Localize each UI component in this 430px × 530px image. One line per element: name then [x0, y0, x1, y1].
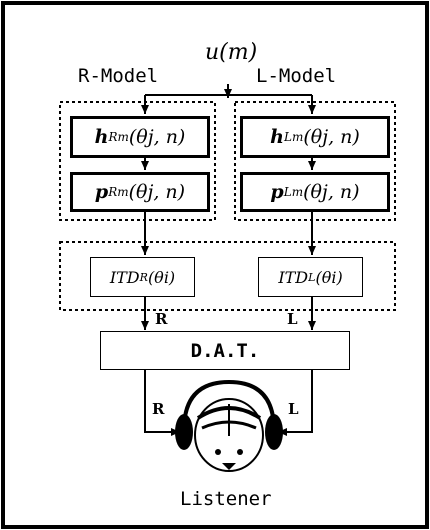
r-p-filter-args: (θj, n)	[129, 181, 185, 203]
l-h-filter-sub: Lm	[284, 130, 303, 144]
r-p-filter-symbol: p	[95, 181, 108, 203]
r-channel-label-bottom: R	[152, 402, 164, 417]
l-itd-symbol: ITD	[278, 268, 308, 287]
l-itd-sub: L	[308, 271, 315, 284]
listener-headphones-icon	[175, 382, 283, 471]
r-itd-arg: (θi)	[148, 268, 175, 287]
dat-label: D.A.T.	[191, 340, 260, 362]
r-h-filter-args: (θj, n)	[129, 126, 185, 148]
r-h-filter-symbol: h	[95, 126, 109, 148]
dat-box: D.A.T.	[100, 331, 350, 370]
l-channel-label-bottom: L	[288, 402, 299, 417]
r-channel-label-top: R	[155, 312, 167, 327]
r-itd-sub: R	[140, 271, 148, 284]
l-p-filter-symbol: p	[270, 181, 283, 203]
r-itd-symbol: ITD	[110, 268, 140, 287]
r-model-title: R-Model	[78, 67, 158, 86]
l-p-filter-sub: Lm	[284, 185, 303, 199]
l-model-title: L-Model	[256, 67, 336, 86]
r-h-filter-sub: Rm	[108, 130, 128, 144]
l-itd-arg: (θi)	[315, 268, 342, 287]
l-p-filter-args: (θj, n)	[303, 181, 359, 203]
input-signal-label: u(m)	[205, 42, 257, 64]
l-h-filter-args: (θj, n)	[303, 126, 359, 148]
l-h-filter-symbol: h	[270, 126, 284, 148]
l-channel-label-top: L	[287, 312, 298, 327]
listener-caption: Listener	[180, 490, 272, 509]
r-p-filter-sub: Rm	[108, 185, 128, 199]
